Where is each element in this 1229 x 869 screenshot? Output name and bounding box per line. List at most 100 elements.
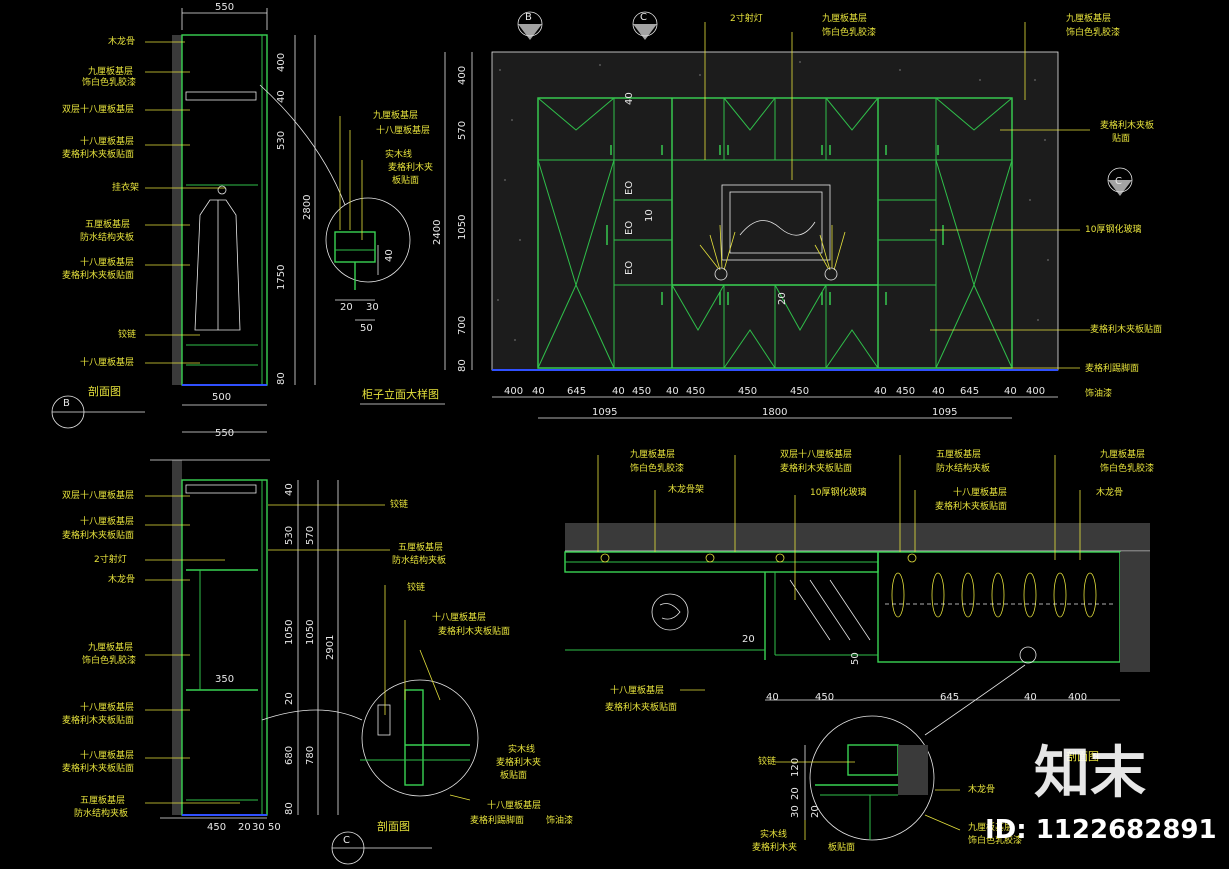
elev-label-1: EO	[624, 181, 635, 195]
detail-b-note-4: 实木线	[508, 743, 535, 755]
section-b-note-13: 十八厘板基层	[80, 356, 134, 368]
section-c-dim-10: 80	[284, 802, 295, 815]
plan-note-10: 麦格利木夹板贴面	[935, 500, 1007, 512]
detail-c-note-1: 铰链	[758, 755, 776, 767]
section-c: 550 350 40 530 570 1050 1050 2901 20 680…	[62, 428, 446, 865]
detail-c-title: 剖面图	[1066, 749, 1099, 763]
section-c-note-13: 防水结构夹板	[74, 807, 128, 819]
section-c-note-1: 双层十八厘板基层	[62, 489, 134, 501]
section-c-note-2: 十八厘板基层	[80, 515, 134, 527]
section-b-note-5: 十八厘板基层	[80, 135, 134, 147]
section-c-note-4: 2寸射灯	[94, 553, 127, 565]
detail-a-note-5: 板贴面	[392, 174, 419, 186]
elev-dim-b5: 450	[632, 386, 651, 397]
elev-dim-t3: 1095	[932, 407, 957, 418]
elev-dim-l3: 1050	[457, 215, 468, 240]
detail-b-note-2: 十八厘板基层	[432, 611, 486, 623]
elev-dim-l1: 400	[457, 66, 468, 85]
plan-dim-3: 645	[940, 692, 959, 703]
section-c-note-8: 十八厘板基层	[80, 701, 134, 713]
elev-dim-b10: 40	[874, 386, 887, 397]
section-b-note-9: 防水结构夹板	[80, 231, 134, 243]
detail-a-dim-3: 30	[366, 302, 379, 313]
section-b-note-10: 十八厘板基层	[80, 256, 134, 268]
detail-b-note-5: 麦格利木夹	[496, 756, 541, 768]
plan-dim-4: 40	[1024, 692, 1037, 703]
section-c-note-14: 铰链	[390, 498, 408, 510]
detail-c-note-2: 实木线	[760, 828, 787, 840]
elev-marker-c: C	[640, 12, 647, 23]
plan-inner-dim-1: 20	[742, 634, 755, 645]
elev-dim-b1: 400	[504, 386, 523, 397]
elev-dim-t2: 1800	[762, 407, 787, 418]
elev-note-r1: 麦格利木夹板	[1100, 119, 1154, 131]
elev-note-r4: 麦格利木夹板贴面	[1090, 323, 1162, 335]
elev-label-4: 40	[624, 92, 635, 105]
section-b-note-6: 麦格利木夹板贴面	[62, 148, 134, 160]
elev-dim-b9: 450	[790, 386, 809, 397]
section-b-width-bottom: 500	[212, 392, 231, 403]
plan-note-11: 九厘板基层	[1100, 448, 1145, 460]
section-b-title: 剖面图	[88, 384, 121, 398]
plan-note-2: 饰白色乳胶漆	[630, 462, 684, 474]
elev-note-top-3: 饰白色乳胶漆	[822, 26, 876, 38]
elev-dim-t1: 1095	[592, 407, 617, 418]
detail-a: 九厘板基层 十八厘板基层 实木线 麦格利木夹 板贴面 40 20 30 50	[259, 84, 433, 334]
section-c-note-12: 五厘板基层	[80, 794, 125, 806]
plan-dim-2: 450	[815, 692, 834, 703]
section-c-bdim-1: 450	[207, 822, 226, 833]
plan-dim-5: 400	[1068, 692, 1087, 703]
plan-note-6: 10厚钢化玻璃	[810, 486, 866, 498]
section-b-note-3: 饰白色乳胶漆	[82, 76, 136, 88]
plan-inner-dim-2: 50	[850, 652, 861, 665]
detail-b-note-7: 十八厘板基层	[487, 799, 541, 811]
plan-note-12: 饰白色乳胶漆	[1100, 462, 1154, 474]
plan-dim-1: 40	[766, 692, 779, 703]
section-b-marker: B	[63, 398, 70, 409]
elev-note-r5: 麦格利踢脚面	[1085, 362, 1139, 374]
elev-dim-b13: 645	[960, 386, 979, 397]
detail-c-dim-2: 20	[790, 787, 801, 800]
plan-note-13: 木龙骨	[1096, 486, 1123, 498]
section-b-dim-3: 530	[276, 131, 287, 150]
section-c-dim-9: 780	[305, 746, 316, 765]
plan-note-3: 木龙骨架	[668, 483, 704, 495]
section-c-bdim-2: 20	[238, 822, 251, 833]
detail-c-note-7: 饰白色乳胶漆	[968, 834, 1022, 846]
watermark-id: ID: 1122682891	[985, 815, 1217, 845]
plan-note-5: 麦格利木夹板贴面	[780, 462, 852, 474]
detail-b-note-1: 铰链	[407, 581, 425, 593]
section-b-width-top: 550	[215, 2, 234, 13]
section-b-dim-4: 1750	[276, 265, 287, 290]
section-b: 550 500 400 40 530 1750 80 2800 木龙骨 九厘板基…	[51, 2, 316, 429]
detail-a-note-1: 九厘板基层	[373, 109, 418, 121]
detail-c-note-4: 板贴面	[828, 841, 855, 853]
elev-dim-b14: 40	[1004, 386, 1017, 397]
detail-a-note-4: 麦格利木夹	[388, 161, 433, 173]
section-c-dim-1: 40	[284, 483, 295, 496]
section-c-note-10: 十八厘板基层	[80, 749, 134, 761]
elev-dim-b12: 40	[932, 386, 945, 397]
section-c-width-top: 550	[215, 428, 234, 439]
detail-c-note-5: 木龙骨	[968, 783, 995, 795]
section-b-note-2: 九厘板基层	[88, 65, 133, 77]
elev-dim-l2: 570	[457, 121, 468, 140]
elev-dim-l4: 700	[457, 316, 468, 335]
section-c-bdim-4: 50	[268, 822, 281, 833]
elev-dim-b6: 40	[666, 386, 679, 397]
section-c-dim-5: 1050	[305, 620, 316, 645]
elev-dim-b8: 450	[738, 386, 757, 397]
section-b-note-11: 麦格利木夹板贴面	[62, 269, 134, 281]
elev-dim-l5: 80	[457, 359, 468, 372]
section-c-dim-3: 570	[305, 526, 316, 545]
elev-dim-b7: 450	[686, 386, 705, 397]
section-c-note-5: 木龙骨	[108, 573, 135, 585]
section-b-note-4: 双层十八厘板基层	[62, 103, 134, 115]
elev-label-2: EO	[624, 221, 635, 235]
detail-a-dim-1: 40	[384, 249, 395, 262]
elev-dim-ltotal: 2400	[432, 220, 443, 245]
elev-note-r3: 10厚钢化玻璃	[1085, 223, 1141, 235]
section-c-note-9: 麦格利木夹板贴面	[62, 714, 134, 726]
detail-b-note-8: 麦格利踢脚面	[470, 814, 524, 826]
